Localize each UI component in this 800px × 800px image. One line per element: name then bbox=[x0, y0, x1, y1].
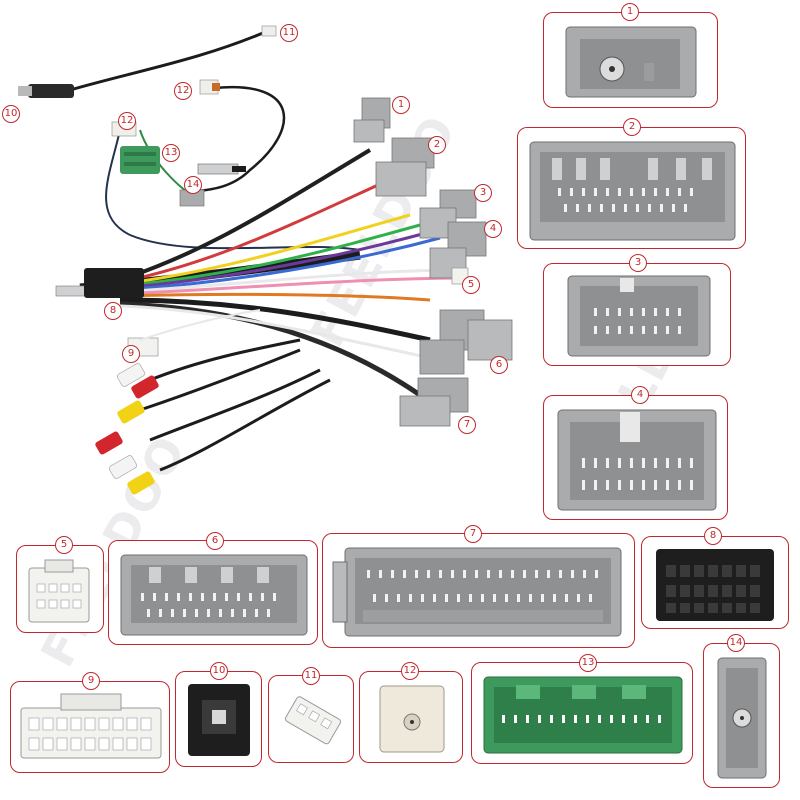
panel-label: 10 bbox=[212, 665, 226, 676]
connector-11-photo bbox=[284, 696, 342, 745]
rca-plug bbox=[127, 471, 155, 495]
connector-7-photo bbox=[332, 547, 622, 637]
panel-badge: 8 bbox=[704, 527, 722, 545]
panel-badge: 9 bbox=[82, 672, 100, 690]
connector-panel-1 bbox=[543, 12, 718, 108]
callout-badge: 8 bbox=[104, 302, 122, 320]
connector-9-photo bbox=[20, 693, 162, 759]
connector-panel-4 bbox=[543, 395, 728, 520]
panel-badge: 4 bbox=[631, 386, 649, 404]
panel-badge: 14 bbox=[727, 634, 745, 652]
callout-badge: 10 bbox=[2, 105, 20, 123]
callout-label: 12 bbox=[176, 85, 190, 96]
callout-label: 2 bbox=[433, 139, 441, 150]
callout-badge: 3 bbox=[474, 184, 492, 202]
callout-badge: 12 bbox=[118, 112, 136, 130]
connector-13-photo bbox=[483, 676, 683, 754]
connector-12-photo bbox=[379, 685, 445, 753]
connector-1-photo bbox=[565, 26, 697, 98]
callout-badge: 2 bbox=[428, 136, 446, 154]
panel-label: 7 bbox=[469, 528, 477, 539]
panel-label: 4 bbox=[636, 389, 644, 400]
callout-badge: 6 bbox=[490, 356, 508, 374]
panel-badge: 11 bbox=[302, 667, 320, 685]
panel-label: 6 bbox=[211, 535, 219, 546]
panel-badge: 5 bbox=[55, 536, 73, 554]
connector-panel-11 bbox=[268, 675, 354, 763]
panel-label: 3 bbox=[634, 257, 642, 268]
panel-badge: 13 bbox=[579, 654, 597, 672]
rca-plug bbox=[131, 375, 159, 399]
connector-panel-7 bbox=[322, 533, 635, 648]
rca-plug bbox=[117, 400, 145, 424]
connector-panel-2 bbox=[517, 127, 746, 249]
connector-6-photo bbox=[120, 554, 308, 636]
callout-badge: 1 bbox=[392, 96, 410, 114]
callout-label: 4 bbox=[489, 223, 497, 234]
connector-panel-13 bbox=[471, 662, 693, 764]
connector-2-photo bbox=[529, 141, 736, 241]
connector-8-photo bbox=[656, 549, 774, 621]
panel-label: 11 bbox=[304, 670, 318, 681]
callout-label: 6 bbox=[495, 359, 503, 370]
panel-badge: 7 bbox=[464, 525, 482, 543]
connector-4-photo bbox=[557, 409, 717, 511]
callout-badge: 13 bbox=[162, 144, 180, 162]
callout-label: 14 bbox=[186, 179, 200, 190]
connector-panel-14 bbox=[703, 643, 780, 788]
connector-panel-5 bbox=[16, 545, 104, 633]
panel-label: 9 bbox=[87, 675, 95, 686]
callout-label: 12 bbox=[120, 115, 134, 126]
panel-badge: 12 bbox=[401, 662, 419, 680]
connector-panel-12 bbox=[359, 671, 463, 763]
panel-label: 12 bbox=[403, 665, 417, 676]
panel-badge: 6 bbox=[206, 532, 224, 550]
callout-badge: 9 bbox=[122, 345, 140, 363]
panel-label: 8 bbox=[709, 530, 717, 541]
panel-badge: 2 bbox=[623, 118, 641, 136]
rca-plug bbox=[116, 363, 146, 387]
callout-label: 5 bbox=[467, 279, 475, 290]
connector-panel-9 bbox=[10, 681, 170, 773]
panel-badge: 1 bbox=[621, 3, 639, 21]
panel-label: 5 bbox=[60, 539, 68, 550]
connector-3-photo bbox=[567, 275, 711, 357]
callout-label: 13 bbox=[164, 147, 178, 158]
callout-label: 8 bbox=[109, 305, 117, 316]
callout-label: 10 bbox=[4, 108, 18, 119]
callout-badge: 12 bbox=[174, 82, 192, 100]
panel-label: 1 bbox=[626, 6, 634, 17]
connector-panel-3 bbox=[543, 263, 731, 366]
callout-label: 3 bbox=[479, 187, 487, 198]
connector-panel-8 bbox=[641, 536, 789, 629]
callout-badge: 5 bbox=[462, 276, 480, 294]
connector-panel-10 bbox=[175, 671, 262, 767]
callout-badge: 14 bbox=[184, 176, 202, 194]
connector-panel-6 bbox=[108, 540, 318, 645]
panel-label: 2 bbox=[628, 121, 636, 132]
callout-label: 11 bbox=[282, 27, 296, 38]
panel-label: 13 bbox=[581, 657, 595, 668]
panel-badge: 10 bbox=[210, 662, 228, 680]
callout-label: 7 bbox=[463, 419, 471, 430]
rca-plug bbox=[95, 431, 123, 455]
callout-badge: 4 bbox=[484, 220, 502, 238]
callout-label: 9 bbox=[127, 348, 135, 359]
connector-5-photo bbox=[28, 559, 90, 623]
panel-badge: 3 bbox=[629, 254, 647, 272]
callout-label: 1 bbox=[397, 99, 405, 110]
callout-badge: 7 bbox=[458, 416, 476, 434]
rca-plug bbox=[108, 455, 138, 479]
connector-14-photo bbox=[717, 657, 767, 779]
connector-10-photo bbox=[188, 684, 250, 756]
panel-label: 14 bbox=[729, 637, 743, 648]
callout-badge: 11 bbox=[280, 24, 298, 42]
